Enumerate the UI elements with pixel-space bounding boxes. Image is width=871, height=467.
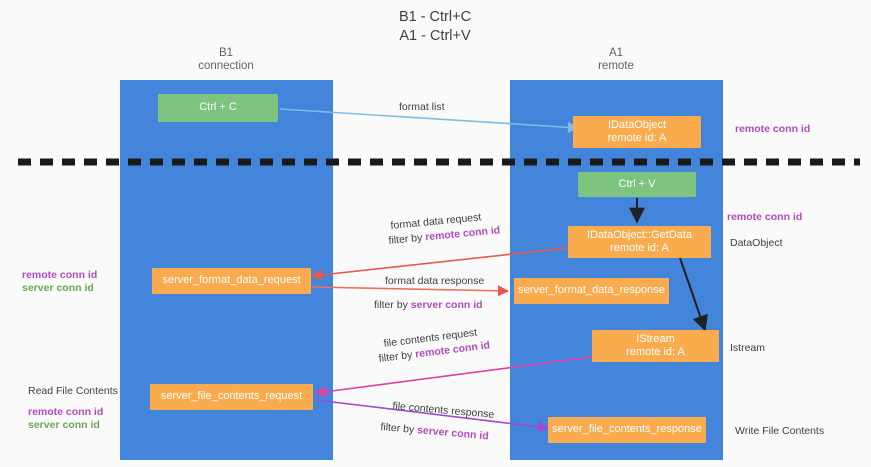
annotation-write-file-contents: Write File Contents	[735, 425, 825, 437]
box-idataobject-line1: IDataObject	[607, 118, 667, 131]
filter-value-server-conn-id-1: server conn id	[410, 299, 483, 311]
box-server-file-contents-response-label: server_file_contents_response	[552, 423, 702, 436]
box-server-file-contents-response[interactable]: server_file_contents_response	[548, 417, 706, 443]
label-format-data-response-filter: filter by server conn id	[374, 299, 483, 311]
box-istream-line2: remote id: A	[626, 346, 685, 358]
box-server-file-contents-request-label: server_file_contents_request	[160, 390, 303, 403]
page-title: B1 - Ctrl+C A1 - Ctrl+V	[398, 9, 472, 44]
box-idataobject-line2: remote id: A	[607, 132, 667, 144]
box-server-format-data-response-label: server_format_data_response	[518, 284, 665, 297]
annotation-left-server-conn-id-mid: server conn id	[22, 282, 94, 294]
arrow-format-data-response	[311, 285, 510, 297]
label-format-data-response: format data response	[385, 275, 485, 287]
box-server-format-data-response[interactable]: server_format_data_response	[514, 278, 669, 304]
box-getdata-line1: IDataObject::GetData	[586, 228, 693, 241]
box-server-format-data-request-label: server_format_data_request	[162, 274, 301, 287]
column-header-b1: B1 connection	[198, 47, 254, 72]
box-istream-line1: IStream	[636, 332, 675, 345]
box-getdata-line2: remote id: A	[610, 242, 669, 254]
label-format-list: format list	[399, 101, 445, 113]
arrow-format-list	[279, 108, 580, 133]
annotation-dataobject: DataObject	[730, 237, 783, 249]
box-istream[interactable]: IStream remote id: A	[592, 330, 719, 362]
annotation-left-server-conn-id-bottom: server conn id	[28, 419, 100, 431]
annotation-remote-conn-id-top: remote conn id	[735, 123, 811, 135]
column-header-a1: A1 remote	[598, 47, 634, 72]
annotation-left-remote-conn-id-mid: remote conn id	[22, 269, 98, 281]
arrow-format-data-request	[310, 247, 569, 281]
box-idataobject[interactable]: IDataObject remote id: A	[573, 116, 701, 148]
box-ctrl-c-label: Ctrl + C	[199, 101, 237, 114]
arrow-file-contents-request	[314, 356, 593, 398]
box-server-format-data-request[interactable]: server_format_data_request	[152, 268, 311, 294]
annotation-remote-conn-id-mid: remote conn id	[727, 211, 803, 223]
box-ctrl-c[interactable]: Ctrl + C	[158, 94, 278, 122]
box-idataobject-getdata[interactable]: IDataObject::GetData remote id: A	[568, 226, 711, 258]
annotation-read-file-contents: Read File Contents	[28, 385, 118, 397]
box-ctrl-v[interactable]: Ctrl + V	[578, 172, 696, 197]
box-ctrl-v-label: Ctrl + V	[618, 177, 656, 190]
arrow-getdata-to-istream	[679, 257, 708, 332]
box-server-file-contents-request[interactable]: server_file_contents_request	[150, 384, 313, 410]
arrow-file-contents-response	[315, 399, 550, 433]
annotation-left-remote-conn-id-bottom: remote conn id	[28, 406, 104, 418]
annotation-istream: Istream	[730, 342, 766, 354]
